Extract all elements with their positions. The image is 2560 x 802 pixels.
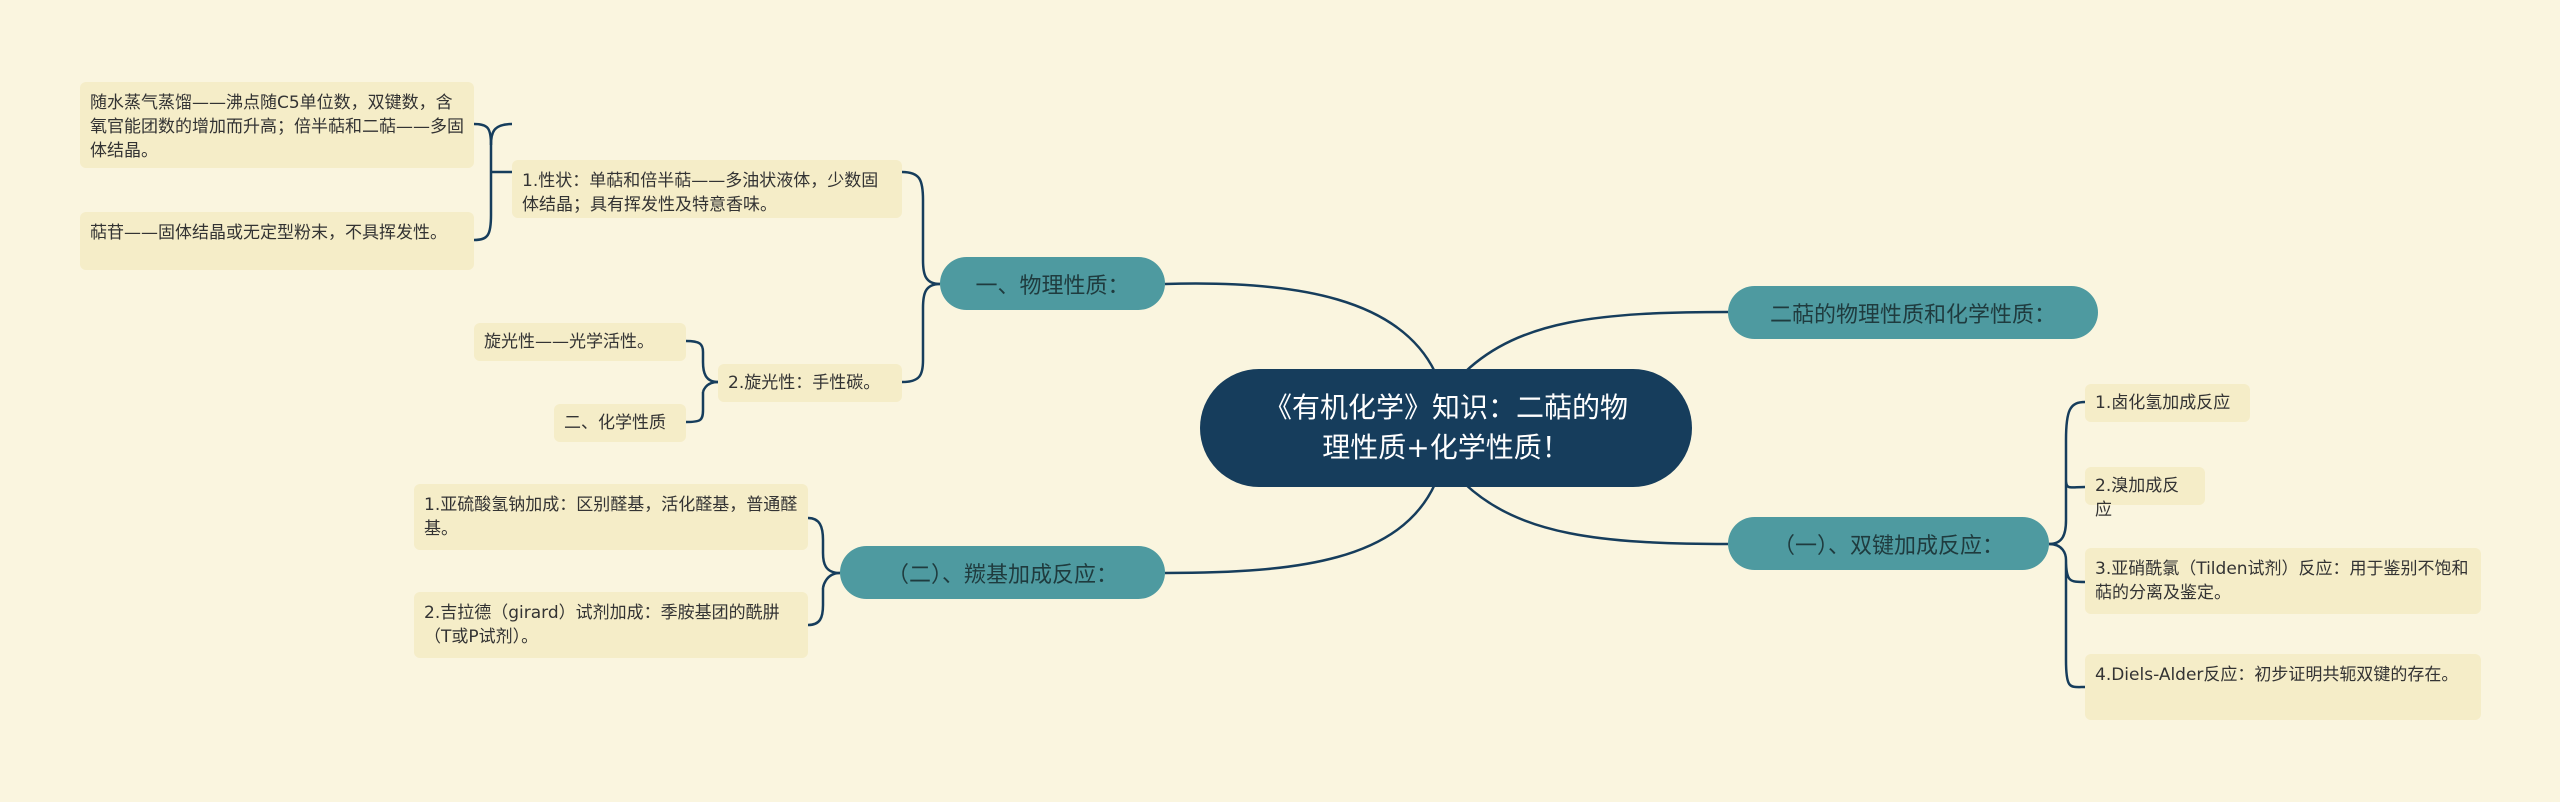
double-bond-item-1[interactable]: 1.卤化氢加成反应	[2085, 384, 2250, 422]
physical-sub2-text: 2.旋光性：手性碳。	[728, 373, 881, 393]
branch-physical-label: 一、物理性质：	[975, 273, 1130, 299]
connector-double-bond-children	[2048, 400, 2086, 689]
connector-root-carbonyl	[1164, 483, 1437, 575]
double-bond-item-3[interactable]: 3.亚硝酰氯（Tilden试剂）反应：用于鉴别不饱和萜的分离及鉴定。	[2085, 548, 2481, 614]
carbonyl-item-1-text: 1.亚硫酸氢钠加成：区别醛基，活化醛基，普通醛基。	[424, 495, 798, 539]
branch-overview-label: 二萜的物理性质和化学性质：	[1769, 302, 2056, 328]
connector-carbonyl-join	[821, 571, 841, 589]
connector-double-bond-join	[2048, 542, 2068, 561]
connector-sub1-child1	[473, 122, 493, 146]
connector-carbonyl-children	[807, 516, 841, 627]
connector-sub2-join	[701, 380, 719, 393]
physical-sub1-child-2[interactable]: 萜苷——固体结晶或无定型粉末，不具挥发性。	[80, 212, 474, 270]
double-bond-item-1-text: 1.卤化氢加成反应	[2095, 393, 2231, 413]
double-bond-item-3-text: 3.亚硝酰氯（Tilden试剂）反应：用于鉴别不饱和萜的分离及鉴定。	[2095, 559, 2469, 603]
connector-root-double-bond	[1464, 483, 1729, 546]
physical-sub1-child-1[interactable]: 随水蒸气蒸馏——沸点随C5单位数，双键数，含氧官能团数的增加而升高；倍半萜和二萜…	[80, 82, 474, 168]
connector-physical-sub1	[901, 170, 941, 286]
physical-sub1-appearance[interactable]: 1.性状：单萜和倍半萜——多油状液体，少数固体结晶；具有挥发性及特意香味。	[512, 160, 902, 218]
root-title: 《有机化学》知识：二萜的物理性质+化学性质！	[1263, 391, 1628, 464]
carbonyl-item-2-text: 2.吉拉德（girard）试剂加成：季胺基团的酰肼（T或P试剂）。	[424, 603, 780, 647]
connector-sub2-children	[685, 339, 719, 424]
double-bond-item-2-text: 2.溴加成反应	[2095, 476, 2180, 520]
connector-root-overview	[1464, 310, 1729, 373]
carbonyl-item-1[interactable]: 1.亚硫酸氢钠加成：区别醛基，活化醛基，普通醛基。	[414, 484, 808, 550]
physical-sub2-child-1-text: 旋光性——光学活性。	[484, 332, 654, 352]
branch-double-bond-addition[interactable]: （一）、双键加成反应：	[1728, 517, 2049, 570]
connector-physical-sub2	[901, 282, 941, 384]
physical-sub2-optical[interactable]: 2.旋光性：手性碳。	[718, 364, 902, 402]
double-bond-item-4[interactable]: 4.Diels-Alder反应：初步证明共轭双键的存在。	[2085, 654, 2481, 720]
branch-double-bond-label: （一）、双键加成反应：	[1772, 533, 2004, 559]
double-bond-item-4-text: 4.Diels-Alder反应：初步证明共轭双键的存在。	[2095, 665, 2459, 685]
physical-sub2-child-1[interactable]: 旋光性——光学活性。	[474, 323, 686, 361]
root-topic[interactable]: 《有机化学》知识：二萜的物理性质+化学性质！	[1200, 369, 1692, 487]
physical-sub1-child-1-text: 随水蒸气蒸馏——沸点随C5单位数，双键数，含氧官能团数的增加而升高；倍半萜和二萜…	[90, 93, 464, 161]
physical-sub2-child-2-text: 二、化学性质	[564, 413, 666, 433]
double-bond-item-2[interactable]: 2.溴加成反应	[2085, 467, 2205, 520]
physical-sub1-child-2-text: 萜苷——固体结晶或无定型粉末，不具挥发性。	[90, 223, 447, 243]
physical-sub2-child-2[interactable]: 二、化学性质	[554, 404, 686, 442]
connector-sub1-children	[473, 122, 513, 242]
physical-sub1-text: 1.性状：单萜和倍半萜——多油状液体，少数固体结晶；具有挥发性及特意香味。	[522, 171, 879, 215]
branch-overview[interactable]: 二萜的物理性质和化学性质：	[1728, 286, 2098, 339]
branch-physical-properties[interactable]: 一、物理性质：	[940, 257, 1165, 310]
carbonyl-item-2[interactable]: 2.吉拉德（girard）试剂加成：季胺基团的酰肼（T或P试剂）。	[414, 592, 808, 658]
branch-carbonyl-label: （二）、羰基加成反应：	[886, 562, 1118, 588]
branch-carbonyl-addition[interactable]: （二）、羰基加成反应：	[840, 546, 1165, 599]
connector-root-physical	[1164, 282, 1437, 373]
